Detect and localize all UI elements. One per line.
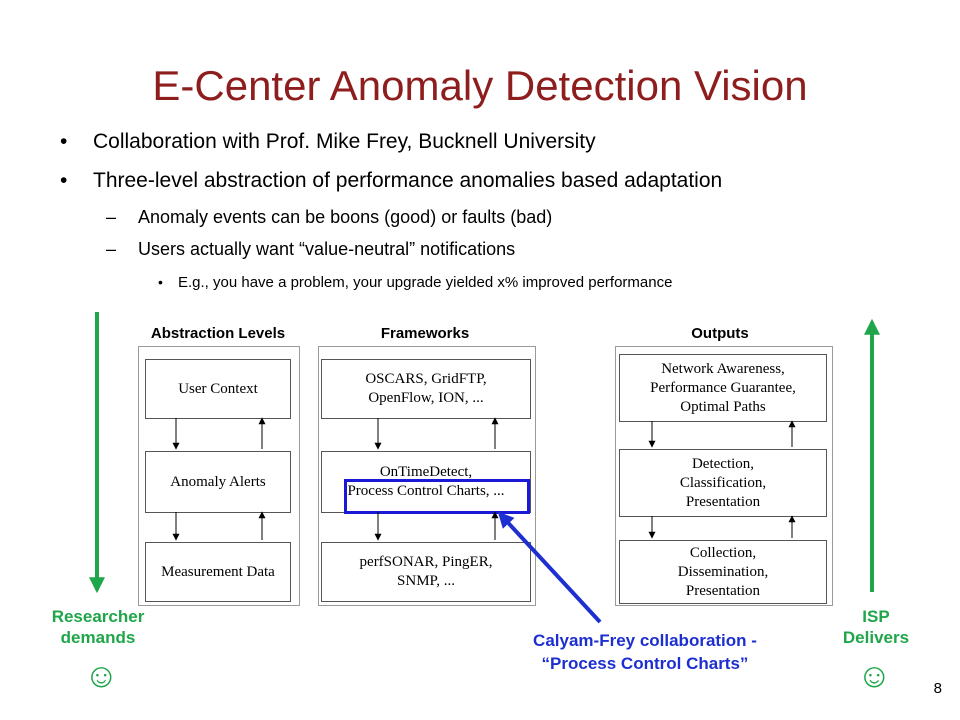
column-header-abstraction: Abstraction Levels: [150, 325, 286, 342]
column-header-frameworks: Frameworks: [380, 325, 470, 342]
box-anomaly-alerts: Anomaly Alerts: [145, 451, 291, 513]
bullet-text: Collaboration with Prof. Mike Frey, Buck…: [93, 130, 596, 153]
smiley-icon: ☺: [84, 657, 119, 695]
box-label: Network Awareness, Performance Guarantee…: [650, 360, 796, 415]
slide-title: E-Center Anomaly Detection Vision: [152, 62, 808, 109]
box-label: User Context: [178, 380, 258, 397]
box-label: OnTimeDetect, Process Control Charts, ..…: [347, 464, 505, 499]
box-detection: Detection, Classification, Presentation: [619, 449, 827, 517]
box-label: OSCARS, GridFTP, OpenFlow, ION, ...: [365, 371, 487, 406]
bullet-marker: •: [60, 130, 68, 153]
smiley-icon: ☺: [857, 657, 892, 695]
page-number: 8: [933, 680, 942, 697]
dash-marker: –: [106, 239, 117, 259]
column-header-outputs: Outputs: [691, 325, 749, 342]
bullet-text: Three-level abstraction of performance a…: [93, 169, 723, 192]
collab-pointer-arrow: [497, 511, 602, 624]
isp-delivers-label: ISP Delivers: [842, 607, 910, 647]
box-label: perfSONAR, PingER, SNMP, ...: [359, 554, 493, 589]
box-label: Anomaly Alerts: [170, 473, 266, 490]
bullet-marker: •: [158, 274, 163, 290]
bullet-marker: •: [60, 169, 68, 192]
box-collection: Collection, Dissemination, Presentation: [619, 540, 827, 604]
sub-sub-bullet-text: E.g., you have a problem, your upgrade y…: [178, 274, 673, 291]
box-label: Collection, Dissemination, Presentation: [677, 544, 769, 599]
bullet-collaboration: • Collaboration with Prof. Mike Frey, Bu…: [60, 129, 596, 155]
sub-bullet-text: Users actually want “value-neutral” noti…: [138, 239, 516, 259]
dash-marker: –: [106, 207, 117, 227]
sub-sub-bullet-example: • E.g., you have a problem, your upgrade…: [158, 273, 673, 293]
box-perfsonar: perfSONAR, PingER, SNMP, ...: [321, 542, 531, 602]
bullet-three-level: • Three-level abstraction of performance…: [60, 168, 723, 194]
box-measurement-data: Measurement Data: [145, 542, 291, 602]
box-oscars: OSCARS, GridFTP, OpenFlow, ION, ...: [321, 359, 531, 419]
researcher-demands-label: Researcher demands: [51, 607, 145, 647]
box-network-awareness: Network Awareness, Performance Guarantee…: [619, 354, 827, 422]
sub-bullet-value-neutral: – Users actually want “value-neutral” no…: [106, 237, 516, 261]
collab-label-line1: Calyam-Frey collaboration -: [533, 631, 757, 650]
box-label: Measurement Data: [161, 563, 275, 580]
box-label: Detection, Classification, Presentation: [679, 455, 767, 510]
collab-label-line2: “Process Control Charts”: [541, 654, 749, 673]
sub-bullet-boons: – Anomaly events can be boons (good) or …: [106, 205, 553, 229]
box-user-context: User Context: [145, 359, 291, 419]
process-control-charts-highlight: [344, 479, 530, 514]
sub-bullet-text: Anomaly events can be boons (good) or fa…: [138, 207, 553, 227]
